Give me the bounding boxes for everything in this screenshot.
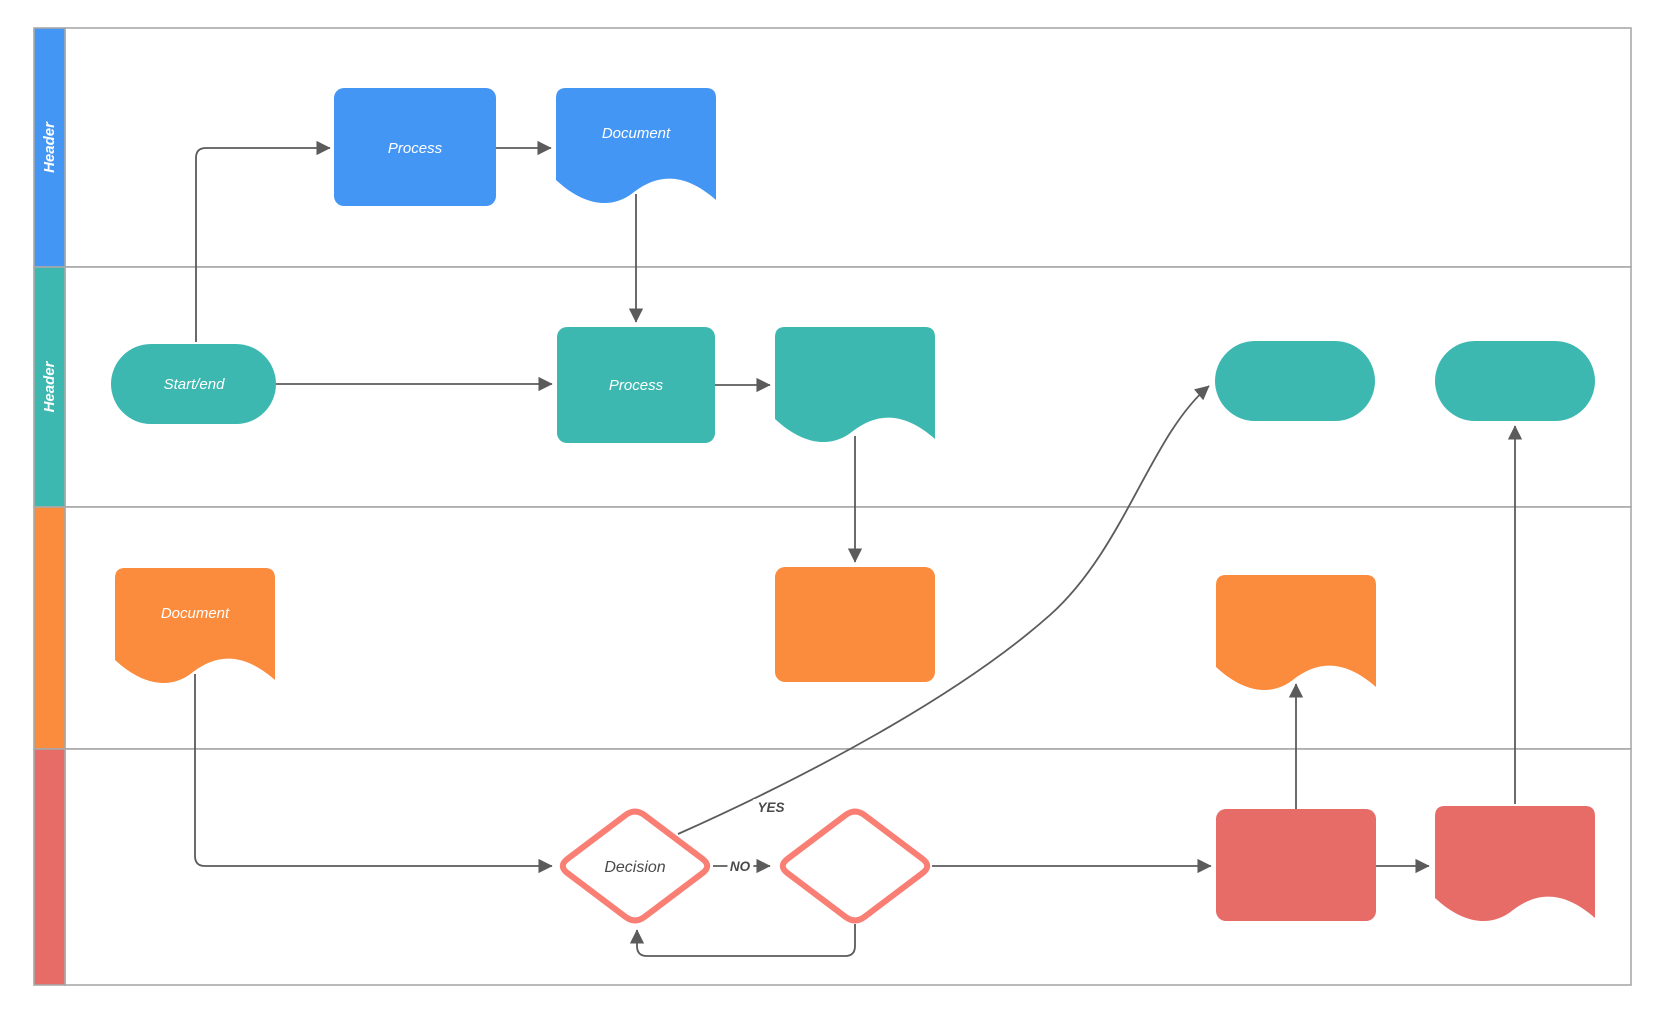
lane-4-header [33, 748, 66, 986]
lane-1-header [33, 27, 66, 268]
start-end-label: Start/end [164, 376, 226, 393]
connectors: YES NO [194, 140, 1523, 957]
orange-document-right-shape [1216, 575, 1376, 691]
red-document-shape [1435, 806, 1595, 922]
connector-decision2-loop-to-decision [629, 924, 856, 957]
connector-yes-decision-to-terminator1 [677, 385, 1210, 835]
blue-process-shape [334, 88, 496, 206]
blue-process-label: Process [388, 140, 443, 157]
no-label: NO [730, 859, 751, 874]
lane-3-header [33, 506, 66, 750]
red-process-shape [1216, 809, 1376, 921]
orange-document-left-label: Document [161, 605, 230, 622]
terminator-2-shape [1435, 341, 1595, 421]
teal-process-label: Process [609, 377, 664, 394]
orange-document-left-shape [115, 568, 275, 684]
connector-orange-document-to-decision [194, 674, 553, 874]
lane-2-header-label: Header [41, 360, 58, 412]
decision-label: Decision [604, 859, 665, 876]
start-end-shape [111, 344, 276, 424]
shapes: Process Document Start/end Process Docum… [111, 88, 1595, 924]
decision-2-shape [779, 808, 931, 924]
teal-document-shape [775, 327, 935, 443]
decision-shape [559, 808, 711, 924]
lane-2-header [33, 266, 66, 508]
blue-document-label: Document [602, 125, 671, 142]
blue-document-shape [556, 88, 716, 204]
teal-process-shape [557, 327, 715, 443]
connector-startend-to-blue-process [195, 140, 331, 342]
lane-1-header-label: Header [41, 121, 58, 173]
orange-process-shape [775, 567, 935, 682]
yes-label: YES [757, 800, 784, 815]
terminator-1-shape [1215, 341, 1375, 421]
